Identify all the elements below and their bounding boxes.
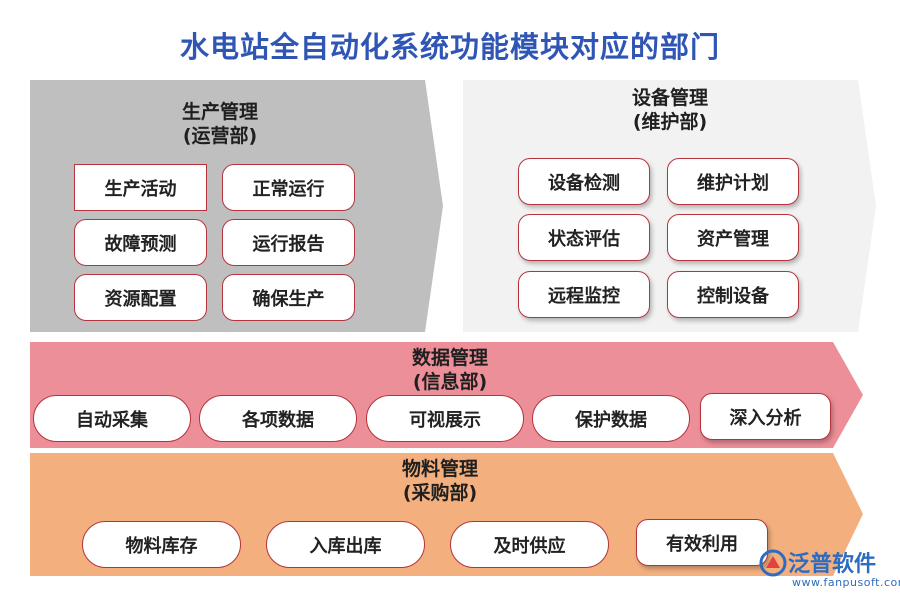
equipment-header: 设备管理 (维护部) (570, 86, 770, 134)
equipment-dept: (维护部) (632, 111, 708, 133)
materials-header: 物料管理 (采购部) (340, 457, 540, 505)
production-dept: (运营部) (182, 125, 258, 147)
diagram-title: 水电站全自动化系统功能模块对应的部门 (179, 30, 720, 64)
production-item: 确保生产 (222, 274, 355, 321)
data-item: 保护数据 (532, 395, 690, 442)
data-dept: (信息部) (412, 371, 488, 393)
watermark-name: 泛普软件 (788, 552, 877, 577)
production-name: 生产管理 (181, 101, 258, 123)
materials-name: 物料管理 (401, 458, 478, 480)
watermark: 泛普软件 www.fanpusoft.com (758, 546, 900, 594)
data-name: 数据管理 (411, 347, 488, 369)
materials-item: 入库出库 (266, 521, 425, 568)
equipment-band (463, 80, 876, 332)
equipment-item: 维护计划 (667, 158, 799, 205)
equipment-item: 资产管理 (667, 214, 799, 261)
equipment-item: 状态评估 (518, 214, 650, 261)
production-header: 生产管理 (运营部) (120, 100, 320, 148)
fanpu-logo-icon (759, 549, 787, 577)
production-item: 故障预测 (74, 219, 207, 266)
materials-item: 物料库存 (82, 521, 241, 568)
materials-dept: (采购部) (402, 482, 478, 504)
equipment-item: 控制设备 (667, 271, 799, 318)
data-item: 可视展示 (366, 395, 524, 442)
data-item: 自动采集 (33, 395, 191, 442)
production-item: 运行报告 (222, 219, 355, 266)
materials-item: 及时供应 (450, 521, 609, 568)
data-item: 各项数据 (199, 395, 357, 442)
materials-item: 有效利用 (636, 519, 768, 566)
data-item: 深入分析 (700, 393, 831, 440)
equipment-name: 设备管理 (631, 87, 708, 109)
watermark-url: www.fanpusoft.com (792, 576, 900, 589)
equipment-item: 远程监控 (518, 271, 650, 318)
equipment-item: 设备检测 (518, 158, 650, 205)
production-item: 资源配置 (74, 274, 207, 321)
data-header: 数据管理 (信息部) (350, 346, 550, 394)
production-item: 正常运行 (222, 164, 355, 211)
production-item: 生产活动 (74, 164, 207, 211)
